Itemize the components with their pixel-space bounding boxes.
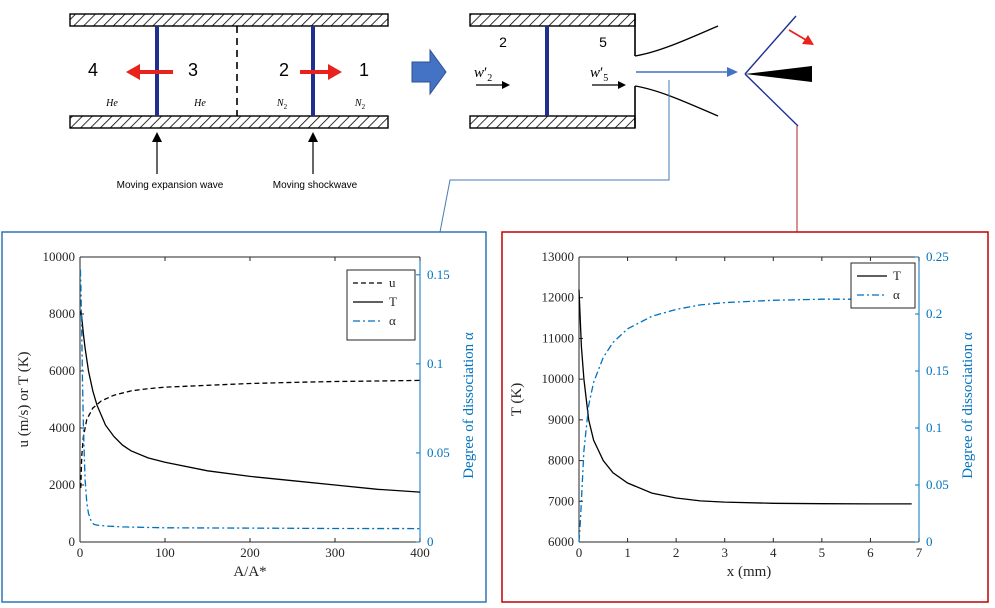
left-y-tick-label: 8000: [49, 306, 75, 321]
velocity-w2-label: w′2: [474, 65, 492, 84]
nozzle-region-5-label: 5: [599, 34, 607, 50]
nozzle-upper-contour: [634, 25, 719, 57]
left-y-tick-label: 13000: [542, 249, 575, 264]
gas-region-2-label: N2: [276, 98, 288, 111]
x-tick-label: 300: [325, 545, 345, 560]
right-y-tick-label: 0: [427, 534, 434, 549]
right-y-tick-label: 0.1: [427, 356, 443, 371]
blue-connector-line: [439, 80, 670, 233]
x-axis-label: x (mm): [727, 564, 772, 580]
right-chart: 0 1 2 3 4 5 6 7 6000 7000 8000 9000 10000 11000 12000 1…: [509, 249, 976, 580]
expansion-wave-caption: Moving expansion wave: [117, 180, 224, 191]
wedge-model-icon: [744, 15, 812, 127]
x-tick-label: 5: [819, 545, 826, 560]
tube-bottom-wall: [69, 115, 389, 129]
left-y-tick-label: 2000: [49, 477, 75, 492]
x-tick-label: 4: [770, 545, 777, 560]
region-3-label: 3: [188, 60, 198, 80]
left-y-tick-label: 9000: [548, 412, 574, 427]
nozzle-region-2-label: 2: [499, 34, 507, 50]
left-chart-frame: [1, 231, 487, 603]
series-line-t: [80, 311, 421, 493]
left-y-tick-label: 8000: [548, 453, 574, 468]
x-tick-label: 100: [155, 545, 175, 560]
nozzle-diagram: 2 5 w′2 w′5: [469, 13, 814, 129]
right-y-tick-label: 0.15: [926, 363, 949, 378]
left-y-axis-label: T (K): [509, 383, 525, 416]
series-line-t: [578, 289, 912, 505]
gas-region-1-label: N2: [354, 98, 366, 111]
right-y-tick-label: 0.05: [926, 477, 949, 492]
legend-box: [346, 269, 416, 341]
x-tick-label: 7: [916, 545, 923, 560]
gas-region-4-label: He: [105, 98, 118, 109]
left-y-tick-label: 10000: [542, 371, 575, 386]
gas-region-3-label: He: [193, 98, 206, 109]
right-y-axis-label: Degree of dissociation α: [461, 332, 477, 479]
shock-direction-arrow-icon: [788, 29, 814, 45]
nozzle-bottom-wall: [469, 115, 636, 129]
x-axis-label: A/A*: [233, 564, 266, 580]
right-y-tick-label: 0.15: [427, 267, 450, 282]
oblique-shock-upper: [744, 15, 797, 75]
oblique-shock-lower: [744, 73, 799, 127]
x-tick-label: 6: [867, 545, 874, 560]
left-y-axis-label: u (m/s) or T (K): [16, 351, 32, 447]
right-y-tick-label: 0.2: [926, 306, 942, 321]
shock-pointer-arrow-icon: [308, 132, 318, 174]
process-arrow-icon: [411, 48, 447, 96]
x-tick-label: 200: [240, 545, 260, 560]
x-tick-label: 0: [77, 545, 84, 560]
x-tick-label: 400: [410, 545, 430, 560]
right-y-tick-label: 0.05: [427, 445, 450, 460]
series-line-alpha: [578, 298, 912, 543]
shock-arrow-icon: [300, 64, 342, 80]
right-y-tick-label: 0.25: [926, 249, 949, 264]
tube-top-wall: [69, 13, 389, 27]
w5-arrow-icon: [592, 81, 626, 89]
nozzle-flow-arrow-icon: [636, 67, 738, 77]
right-y-tick-label: 0.1: [926, 420, 942, 435]
left-y-tick-label: 6000: [49, 363, 75, 378]
shock-tube-diagram: 4 3 2 1 He He N2 N2 Moving expansion wav…: [69, 13, 389, 191]
x-tick-label: 0: [576, 545, 583, 560]
nozzle-lower-contour: [634, 85, 719, 117]
expansion-arrow-icon: [126, 64, 173, 80]
right-y-axis-label: Degree of dissociation α: [960, 332, 976, 479]
legend-label: α: [893, 287, 900, 302]
x-tick-label: 3: [721, 545, 728, 560]
region-1-label: 1: [359, 60, 369, 80]
legend-label: α: [389, 313, 396, 328]
nozzle-top-wall: [469, 13, 636, 27]
series-line-alpha: [79, 269, 421, 530]
legend-label: T: [389, 294, 397, 309]
left-y-tick-label: 0: [69, 534, 76, 549]
right-y-tick-label: 0: [926, 534, 933, 549]
x-tick-label: 1: [624, 545, 631, 560]
series-line-u: [80, 379, 421, 488]
left-y-tick-label: 4000: [49, 420, 75, 435]
region-2-label: 2: [279, 60, 289, 80]
left-y-tick-label: 10000: [43, 249, 76, 264]
velocity-w5-label: w′5: [590, 65, 608, 84]
left-y-tick-label: 7000: [548, 493, 574, 508]
left-y-tick-label: 11000: [542, 330, 574, 345]
legend-label: T: [893, 268, 901, 283]
left-y-tick-label: 12000: [542, 290, 575, 305]
w2-arrow-icon: [476, 81, 510, 89]
shock-wave-caption: Moving shockwave: [273, 180, 358, 191]
expansion-pointer-arrow-icon: [152, 132, 162, 174]
legend-label: u: [389, 275, 396, 290]
region-4-label: 4: [88, 60, 98, 80]
left-y-tick-label: 6000: [548, 534, 574, 549]
right-chart-frame: [501, 231, 989, 603]
legend-box: [850, 262, 916, 309]
x-tick-label: 2: [673, 545, 680, 560]
